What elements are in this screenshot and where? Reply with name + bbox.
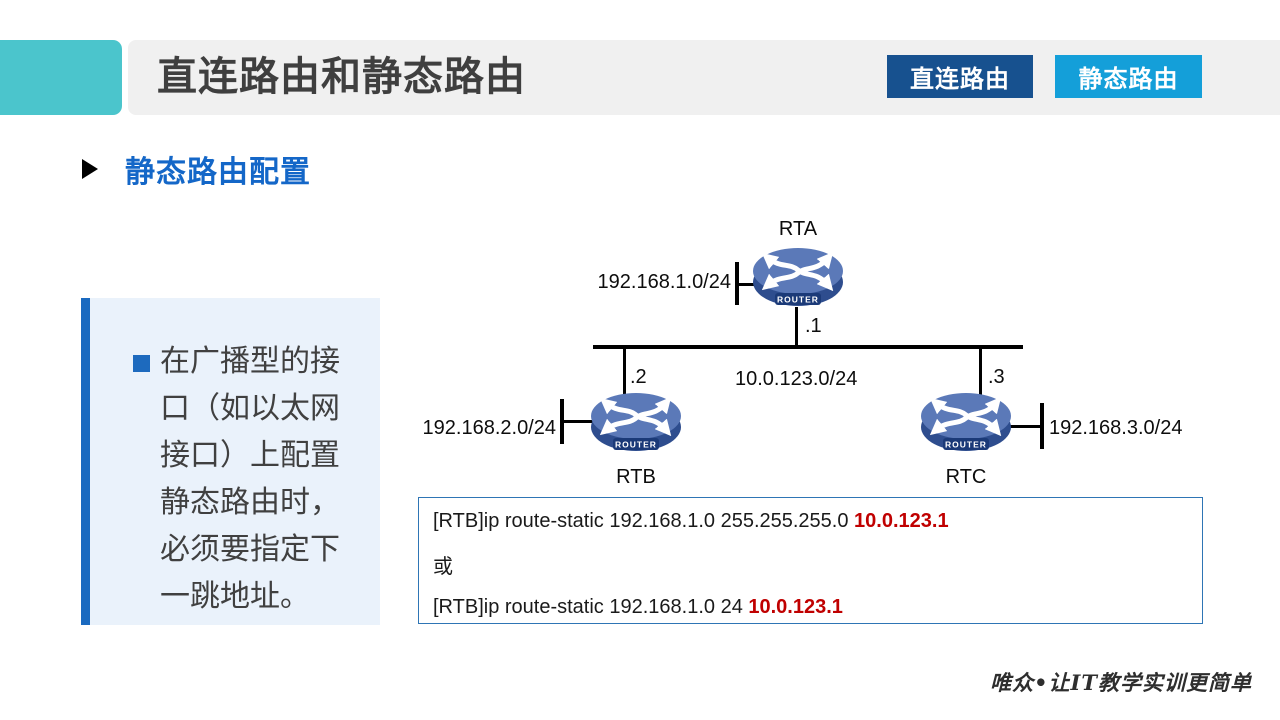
section-heading: 静态路由配置 <box>82 147 311 191</box>
rta-lan-stub-line <box>738 283 757 286</box>
rta-lan-label: 192.168.1.0/24 <box>597 271 731 293</box>
rtb-interface-label: .2 <box>630 366 647 388</box>
rtc-lan-stub-tick <box>1040 403 1044 449</box>
rta-interface-label: .1 <box>805 315 822 337</box>
router-rta-icon-text: ROUTER <box>777 295 819 305</box>
rtc-interface-label: .3 <box>988 366 1005 388</box>
router-rta-label: RTA <box>778 218 818 240</box>
code-line-1-nexthop: 10.0.123.1 <box>854 510 949 532</box>
router-rta-icon: ROUTER <box>753 248 843 306</box>
router-rtb-icon: ROUTER <box>591 393 681 451</box>
router-rtc-icon-text: ROUTER <box>945 440 987 450</box>
rta-riser-line <box>795 307 798 346</box>
code-line-2-text: 或 <box>433 556 453 578</box>
rtb-riser-line <box>623 347 626 396</box>
info-text: 在广播型的接口（如以太网接口）上配置静态路由时，必须要指定下一跳地址。 <box>160 345 340 613</box>
brand-slogan: 唯众•让IT教学实训更简单 <box>990 670 1252 695</box>
triangle-bullet-icon <box>82 159 98 179</box>
page-title: 直连路由和静态路由 <box>157 55 526 99</box>
router-rtc-label: RTC <box>945 466 987 488</box>
rtc-lan-label: 192.168.3.0/24 <box>1049 417 1183 439</box>
section-title: 静态路由配置 <box>125 156 311 189</box>
rtc-lan-stub-line <box>1008 425 1043 428</box>
rtb-lan-label: 192.168.2.0/24 <box>422 417 556 439</box>
square-bullet-icon <box>133 355 150 372</box>
backbone-network-label: 10.0.123.0/24 <box>735 368 858 390</box>
rta-lan-stub-tick <box>735 262 739 305</box>
router-rtb-label: RTB <box>616 466 656 488</box>
rtb-lan-stub-tick <box>560 399 564 444</box>
code-line-3-nexthop: 10.0.123.1 <box>748 596 843 618</box>
router-rtb-icon-text: ROUTER <box>615 440 657 450</box>
rtb-lan-stub-line <box>563 420 593 423</box>
accent-block <box>0 40 122 115</box>
tab-direct-route[interactable]: 直连路由 <box>887 55 1033 98</box>
backbone-bus-line <box>593 345 1023 349</box>
config-code-box: [RTB]ip route-static 192.168.1.0 255.255… <box>418 497 1203 624</box>
code-line-3: [RTB]ip route-static 192.168.1.0 24 10.0… <box>433 586 1202 629</box>
tab-static-route[interactable]: 静态路由 <box>1055 55 1202 98</box>
code-line-1: [RTB]ip route-static 192.168.1.0 255.255… <box>433 500 1202 543</box>
info-box: 在广播型的接口（如以太网接口）上配置静态路由时，必须要指定下一跳地址。 <box>81 298 380 625</box>
code-line-1-text: [RTB]ip route-static 192.168.1.0 255.255… <box>433 510 855 532</box>
router-rtc-icon: ROUTER <box>921 393 1011 451</box>
code-line-3-text: [RTB]ip route-static 192.168.1.0 24 <box>433 596 749 618</box>
code-line-2: 或 <box>433 543 1202 586</box>
rtc-riser-line <box>979 347 982 396</box>
